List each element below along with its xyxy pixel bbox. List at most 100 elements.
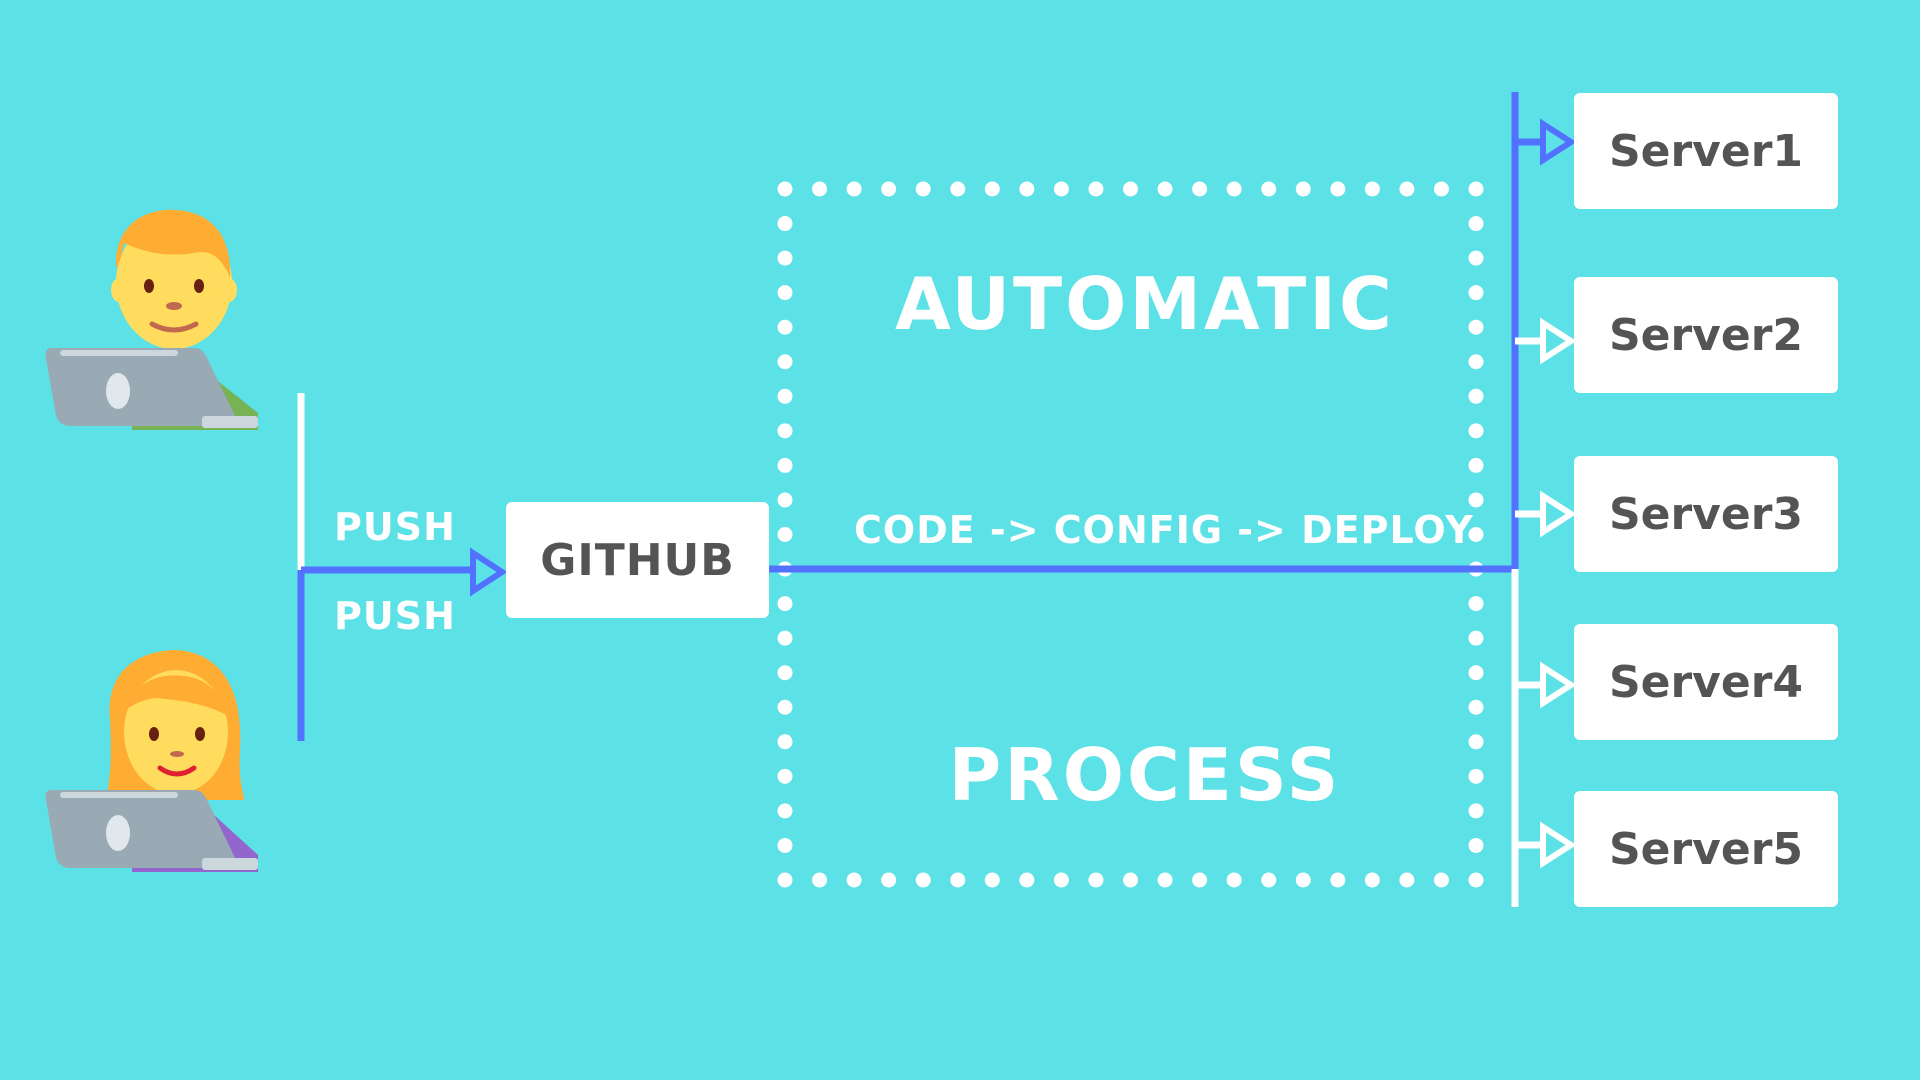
frame-dot	[1157, 181, 1173, 197]
frame-dot	[1468, 423, 1484, 439]
frame-dot	[812, 872, 828, 888]
frame-dot	[1468, 216, 1484, 232]
frame-dot	[777, 872, 793, 888]
server-arrow-3	[1515, 490, 1577, 538]
server-arrow-4	[1515, 661, 1577, 709]
frame-dot	[777, 181, 793, 197]
frame-dot	[1261, 181, 1277, 197]
frame-dot	[777, 803, 793, 819]
frame-dot	[1468, 665, 1484, 681]
frame-dot	[777, 423, 793, 439]
frame-dot	[915, 181, 931, 197]
frame-dot	[1468, 803, 1484, 819]
frame-dot	[1468, 734, 1484, 750]
frame-dot	[1468, 250, 1484, 266]
push-label-bottom: PUSH	[334, 594, 456, 638]
frame-dot	[1468, 699, 1484, 715]
frame-dot	[1123, 872, 1138, 888]
frame-dot	[777, 319, 793, 335]
frame-dot	[812, 181, 828, 197]
woman-technologist-icon	[45, 650, 258, 872]
frame-dot	[1468, 354, 1484, 370]
frame-dot	[1468, 181, 1484, 197]
frame-dot	[1468, 492, 1484, 508]
frame-dot	[1468, 457, 1484, 473]
frame-dot	[1433, 872, 1449, 888]
frame-dot	[950, 181, 966, 197]
server-box-5: Server5	[1574, 791, 1838, 907]
frame-dot	[950, 872, 966, 888]
frame-dot	[1468, 527, 1484, 542]
frame-dot	[777, 285, 793, 301]
frame-dot	[1468, 319, 1484, 335]
frame-dot	[881, 181, 897, 197]
frame-dot	[1123, 181, 1138, 197]
frame-dot	[777, 837, 793, 853]
frame-dot	[777, 527, 793, 542]
frame-dot	[1433, 181, 1449, 197]
frame-dot	[777, 492, 793, 508]
frame-dot	[1088, 181, 1104, 197]
frame-dot	[777, 768, 793, 784]
frame-dot	[777, 216, 793, 232]
frame-dot	[777, 354, 793, 370]
frame-dot	[1192, 181, 1208, 197]
frame-dot	[1468, 596, 1484, 612]
frame-dot	[1468, 837, 1484, 853]
frame-dot	[1019, 181, 1035, 197]
frame-dot	[777, 596, 793, 612]
server-box-3: Server3	[1574, 456, 1838, 572]
frame-dot	[777, 665, 793, 681]
frame-dot	[1261, 872, 1277, 888]
frame-dot	[1019, 872, 1035, 888]
github-box: GITHUB	[506, 502, 769, 618]
frame-dot	[1226, 872, 1242, 888]
frame-dot	[1295, 181, 1311, 197]
frame-dot	[1468, 388, 1484, 404]
frame-dot	[881, 872, 897, 888]
server-arrow-2	[1515, 317, 1577, 365]
title-process: PROCESS	[948, 733, 1342, 817]
dotted-frame	[777, 181, 1484, 888]
frame-dot	[1468, 630, 1484, 646]
server-arrow-1	[1515, 118, 1577, 166]
frame-dot	[777, 630, 793, 646]
frame-dot	[777, 699, 793, 715]
frame-dot	[777, 388, 793, 404]
push-label-top: PUSH	[334, 505, 456, 549]
frame-dot	[846, 872, 862, 888]
frame-dot	[1226, 181, 1242, 197]
frame-dot	[1053, 181, 1069, 197]
frame-dot	[1053, 872, 1069, 888]
frame-dot	[984, 872, 1000, 888]
frame-dot	[777, 457, 793, 473]
server-box-1: Server1	[1574, 93, 1838, 209]
frame-dot	[1399, 872, 1415, 888]
frame-dot	[1399, 181, 1415, 197]
frame-dot	[1468, 872, 1484, 888]
frame-dot	[777, 250, 793, 266]
flow-label: CODE -> CONFIG -> DEPLOY	[854, 508, 1474, 552]
server-box-2: Server2	[1574, 277, 1838, 393]
frame-dot	[1192, 872, 1208, 888]
frame-dot	[777, 734, 793, 750]
frame-dot	[1364, 872, 1380, 888]
frame-dot	[984, 181, 1000, 197]
frame-dot	[1157, 872, 1173, 888]
frame-dot	[1330, 872, 1346, 888]
man-technologist-icon	[45, 209, 258, 430]
frame-dot	[1468, 285, 1484, 301]
server-box-4: Server4	[1574, 624, 1838, 740]
frame-dot	[1295, 872, 1311, 888]
frame-dot	[846, 181, 862, 197]
frame-dot	[1468, 768, 1484, 784]
title-automatic: AUTOMATIC	[895, 262, 1395, 346]
frame-dot	[1330, 181, 1346, 197]
push-arrow-head	[470, 547, 508, 597]
frame-dot	[1364, 181, 1380, 197]
server-arrow-5	[1515, 821, 1577, 869]
frame-dot	[915, 872, 931, 888]
frame-dot	[1088, 872, 1104, 888]
